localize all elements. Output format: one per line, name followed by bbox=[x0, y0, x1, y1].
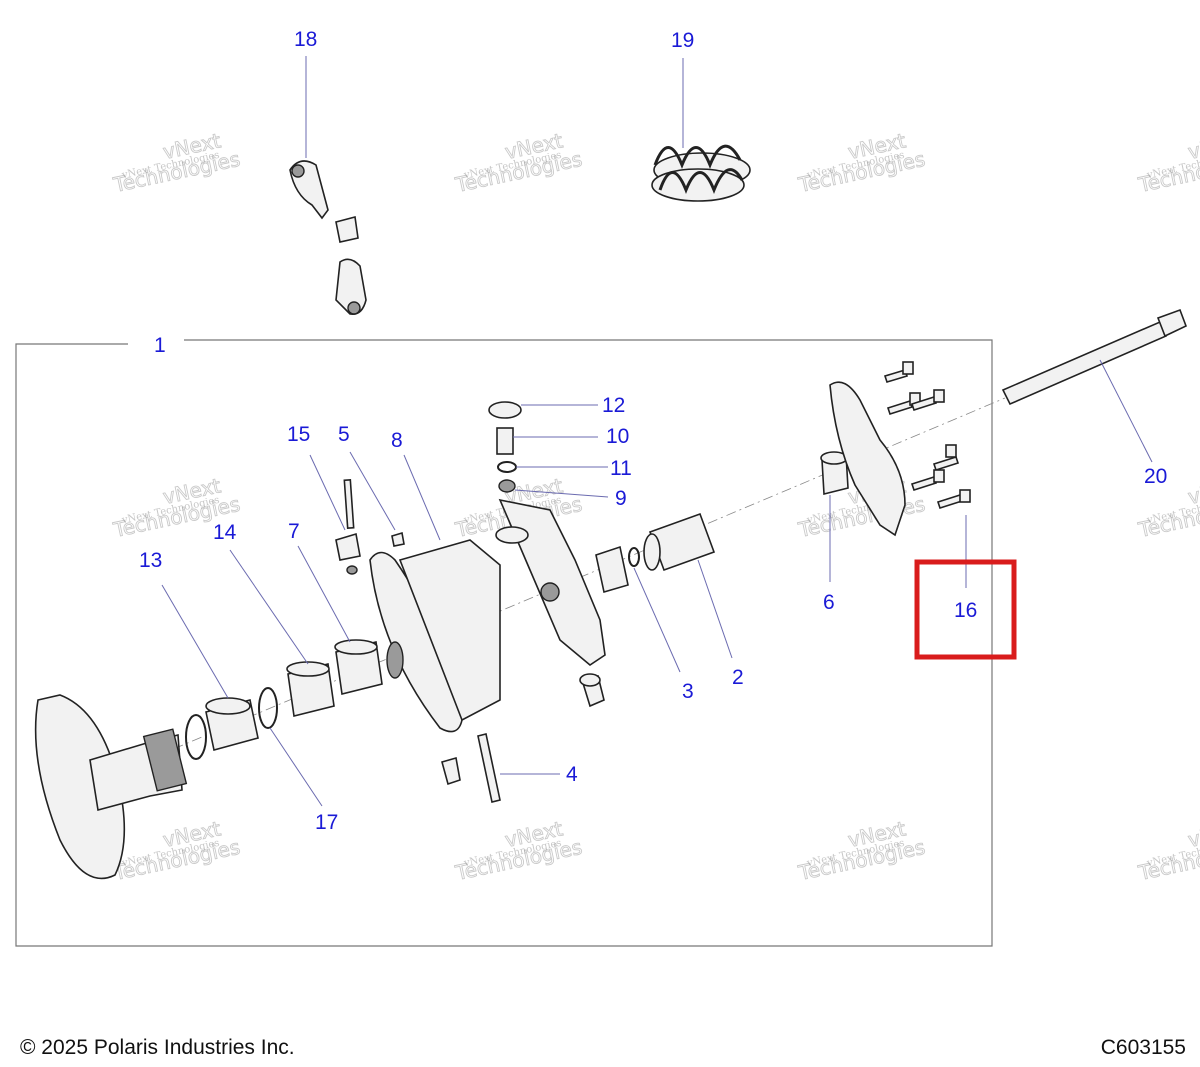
part-14-bushing bbox=[205, 697, 259, 751]
callout-8: 8 bbox=[391, 429, 403, 452]
callout-19: 19 bbox=[671, 29, 694, 52]
part-5-pin bbox=[391, 531, 405, 547]
part-16-bolts bbox=[883, 361, 971, 588]
callout-4: 4 bbox=[566, 763, 578, 786]
spider-arm bbox=[495, 498, 606, 708]
part-4-pin bbox=[441, 733, 560, 803]
callout-1: 1 bbox=[154, 334, 166, 357]
callout-15: 15 bbox=[287, 423, 310, 446]
callout-16: 16 bbox=[954, 599, 977, 622]
copyright-text: © 2025 Polaris Industries Inc. bbox=[20, 1036, 295, 1059]
part-15-hardware bbox=[335, 478, 361, 575]
part-20-bolt bbox=[1001, 308, 1188, 463]
part-18-weight-assembly bbox=[289, 56, 367, 316]
callout-3: 3 bbox=[682, 680, 694, 703]
leader-lines bbox=[161, 451, 441, 807]
part-9-roller bbox=[498, 479, 609, 498]
part-10-sleeve bbox=[496, 427, 598, 455]
callout-14: 14 bbox=[213, 521, 237, 544]
part-8-moveable-sheave bbox=[369, 539, 501, 733]
part-7-sleeve bbox=[334, 639, 383, 695]
callout-17: 17 bbox=[315, 811, 338, 834]
part-2-bushing bbox=[643, 512, 733, 659]
part-17-oring bbox=[185, 687, 278, 760]
assembly-frame bbox=[15, 339, 993, 947]
callout-2: 2 bbox=[732, 666, 744, 689]
callout-labels: 1 2 3 4 5 6 7 8 9 10 11 12 13 14 15 16 1… bbox=[139, 28, 1167, 834]
highlight-box-16 bbox=[914, 559, 1017, 660]
callout-12: 12 bbox=[602, 394, 625, 417]
callout-10: 10 bbox=[606, 425, 629, 448]
cover-plate bbox=[829, 381, 906, 537]
part-12-cap bbox=[488, 401, 598, 419]
part-11-washer bbox=[497, 461, 608, 473]
diagram-code: C603155 bbox=[1100, 1036, 1186, 1059]
callout-20: 20 bbox=[1144, 465, 1167, 488]
callout-18: 18 bbox=[294, 28, 317, 51]
callout-6: 6 bbox=[823, 591, 835, 614]
part-roller bbox=[595, 545, 629, 594]
callout-5: 5 bbox=[338, 423, 350, 446]
callout-9: 9 bbox=[615, 487, 627, 510]
part-14-sleeve bbox=[286, 661, 335, 717]
part-3-oring bbox=[628, 547, 681, 673]
part-6-bearing bbox=[820, 451, 849, 582]
callout-7: 7 bbox=[288, 520, 300, 543]
callout-11: 11 bbox=[610, 457, 632, 480]
part-13-fixed-sheave bbox=[34, 694, 188, 880]
callout-13: 13 bbox=[139, 549, 162, 572]
part-19-spring bbox=[651, 58, 751, 202]
